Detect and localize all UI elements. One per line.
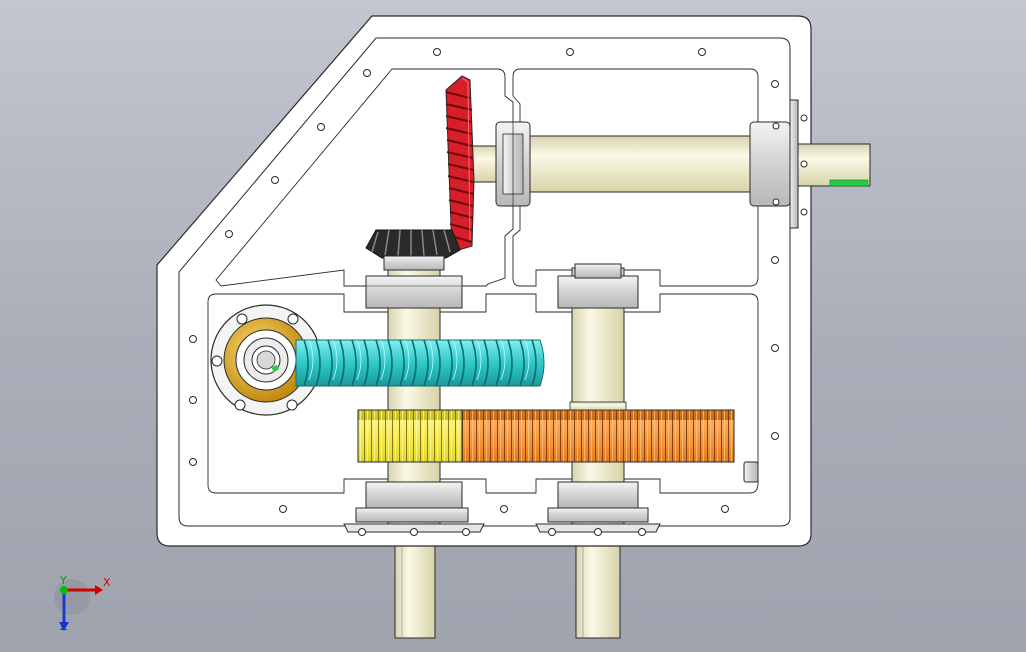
- axis-z-label: Z: [60, 620, 68, 633]
- input-bearing-left[interactable]: [495, 121, 531, 207]
- bevel-pinion[interactable]: [365, 229, 461, 271]
- axis-x-label: X: [103, 576, 111, 589]
- worm-bearing-flange[interactable]: [210, 304, 322, 416]
- lower-bearing-right[interactable]: [535, 481, 661, 536]
- coordinate-triad-icon: [54, 579, 103, 631]
- gearbox-housing[interactable]: [156, 15, 812, 547]
- worm-shaft[interactable]: [295, 339, 545, 387]
- input-bearing-right[interactable]: [749, 99, 808, 229]
- housing-bolt-holes: [189, 48, 779, 513]
- lower-bearing-left[interactable]: [343, 481, 485, 536]
- drain-plug[interactable]: [743, 461, 759, 483]
- small-spur-gear[interactable]: [357, 409, 463, 463]
- axis-y-label: Y: [60, 574, 67, 587]
- large-spur-gear[interactable]: [461, 401, 735, 463]
- shaft-key: [829, 179, 869, 187]
- bevel-gear[interactable]: [445, 75, 475, 253]
